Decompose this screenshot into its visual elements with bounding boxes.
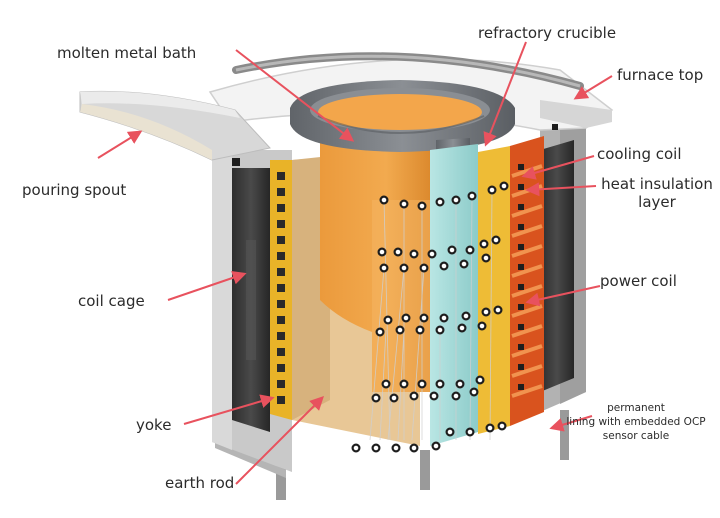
yoke (270, 160, 292, 420)
power-coil (510, 136, 544, 426)
label-permanent-lining-line2: lining with embedded OCP (566, 416, 706, 428)
label-permanent-lining-line1: permanent (607, 402, 665, 414)
arrow-furnace-top (573, 75, 613, 100)
coil-cage (232, 140, 574, 432)
arrow-earth-rod (235, 396, 324, 485)
leader-arrows (97, 41, 613, 485)
label-permanent-lining-line3: sensor cable (602, 430, 670, 442)
label-power-coil: power coil (600, 272, 677, 290)
arrow-permanent-lining (549, 415, 593, 432)
label-permanent-lining: permanent lining with embedded OCP senso… (560, 401, 712, 443)
label-coil-cage: coil cage (78, 292, 145, 310)
permanent-lining (430, 144, 478, 446)
label-furnace-top: furnace top (617, 66, 704, 84)
pouring-spout (79, 90, 271, 161)
arrow-coil-cage (167, 271, 247, 301)
arrow-heat-insulation (525, 182, 597, 197)
label-earth-rod: earth rod (165, 474, 235, 492)
label-refractory-crucible: refractory crucible (478, 24, 617, 42)
label-heat-insulation-layer: heat insulation layer (598, 175, 716, 211)
label-yoke: yoke (136, 416, 172, 434)
arrow-molten-metal-bath (235, 49, 355, 142)
label-pouring-spout: pouring spout (22, 181, 127, 199)
label-cooling-coil: cooling coil (597, 145, 682, 163)
sensor-nodes (351, 181, 509, 453)
label-heat-insulation-line2: layer (638, 193, 676, 211)
arrow-cooling-coil (521, 155, 595, 180)
label-molten-metal-bath: molten metal bath (57, 44, 197, 62)
arrow-pouring-spout (97, 130, 143, 159)
arrow-yoke (183, 394, 275, 425)
label-heat-insulation-line1: heat insulation (601, 175, 713, 193)
cooling-coil (478, 146, 510, 434)
arrow-power-coil (525, 285, 601, 307)
arrow-refractory-crucible (483, 41, 527, 147)
